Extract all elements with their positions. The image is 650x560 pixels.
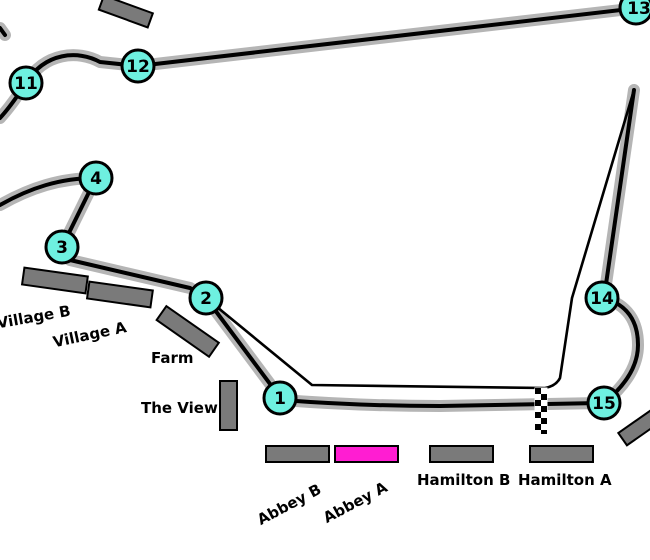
grandstand-village-b[interactable]: Village B [0, 266, 89, 333]
grandstand-label: Village B [0, 302, 72, 333]
grandstand-label: Abbey B [254, 480, 324, 529]
corner-number: 1 [274, 389, 286, 409]
grandstand-unlabelled-right[interactable] [616, 404, 650, 447]
grandstand-label: Abbey A [320, 478, 390, 527]
corner-marker-13[interactable]: 13 [618, 0, 650, 26]
track-alternate-layout [204, 88, 636, 390]
corner-number: 3 [56, 238, 68, 258]
grandstand-label: Village A [51, 318, 128, 351]
corner-marker-15[interactable]: 15 [586, 385, 622, 421]
corner-number: 15 [592, 394, 616, 414]
corner-marker-12[interactable]: 12 [120, 48, 156, 84]
grandstand-abbey-b[interactable]: Abbey B [254, 445, 330, 529]
corner-marker-14[interactable]: 14 [584, 280, 620, 316]
corner-number: 13 [627, 0, 650, 19]
grandstand-the-view[interactable]: The View [141, 380, 238, 431]
grandstand-hamilton-b[interactable]: Hamilton B [417, 445, 510, 489]
grandstand-label: Hamilton B [417, 471, 510, 489]
corner-marker-2[interactable]: 2 [188, 280, 224, 316]
corner-number: 11 [14, 74, 38, 94]
grandstand-label: The View [141, 399, 218, 417]
corner-number: 12 [126, 57, 150, 77]
corner-number: 2 [200, 289, 212, 309]
corner-marker-4[interactable]: 4 [78, 160, 114, 196]
grandstand-hamilton-a[interactable]: Hamilton A [518, 445, 612, 489]
track-layer [0, 6, 640, 408]
checkered-flag-icon [534, 387, 548, 435]
corner-marker-3[interactable]: 3 [44, 229, 80, 265]
grandstand-label: Farm [151, 349, 194, 367]
track-segment-top-left [0, 26, 7, 37]
corner-number: 14 [590, 289, 614, 309]
grandstand-farm[interactable]: Farm [151, 304, 221, 367]
corner-number: 4 [90, 169, 102, 189]
corner-marker-1[interactable]: 1 [262, 380, 298, 416]
grandstand-unlabelled-top[interactable] [97, 0, 155, 29]
track-shadow-layer [0, 2, 644, 412]
corner-marker-11[interactable]: 11 [8, 65, 44, 101]
grandstand-abbey-a[interactable]: Abbey A [320, 445, 399, 527]
grandstand-label: Hamilton A [518, 471, 612, 489]
